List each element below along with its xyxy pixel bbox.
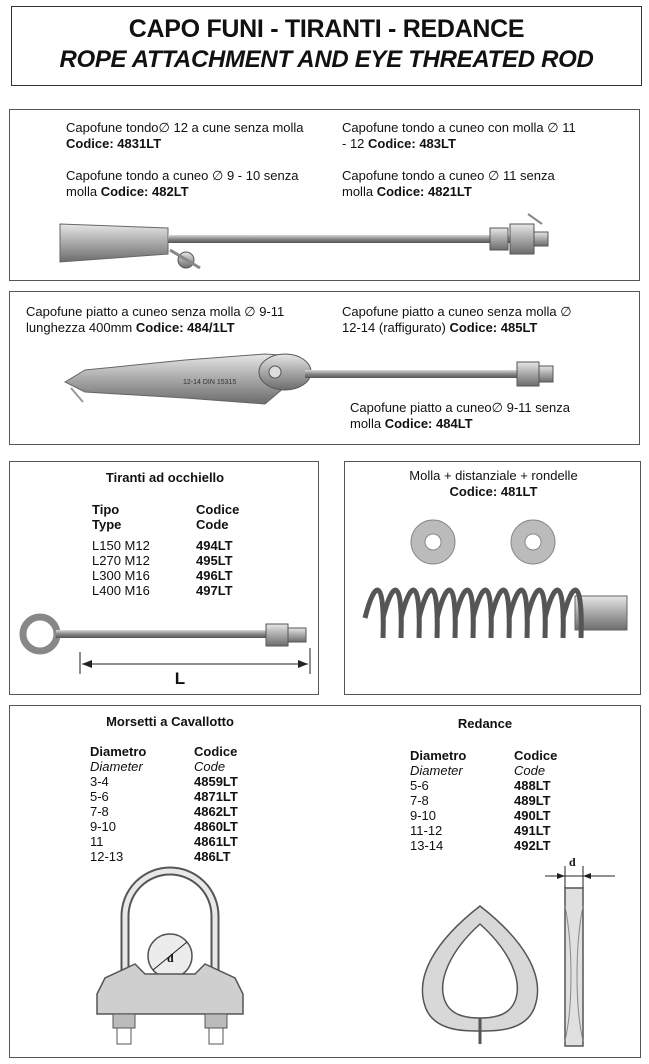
- spring-image: [362, 519, 628, 639]
- dim-label-d-clip: d: [167, 951, 174, 965]
- eye-bolt-image: L: [19, 613, 311, 688]
- redance-title: Redance: [457, 716, 513, 731]
- label-4821LT: Capofune tondo a cuneo ∅ 11 senza molla …: [342, 168, 555, 199]
- page-header: CAPO FUNI - TIRANTI - REDANCE ROPE ATTAC…: [11, 6, 642, 86]
- morsetti-title: Morsetti a Cavallotto: [106, 714, 234, 729]
- label-485LT: Capofune piatto a cuneo senza molla ∅ 12…: [342, 304, 572, 335]
- rope-clip-drawing: d: [96, 866, 244, 1045]
- molla-title: Molla + distanziale + rondelle Codice: 4…: [409, 468, 578, 499]
- label-4831LT: Capofune tondo∅ 12 a cune senza molla Co…: [66, 120, 304, 151]
- label-482LT: Capofune tondo a cuneo ∅ 9 - 10 senza mo…: [66, 168, 299, 199]
- tiranti-title: Tiranti ad occhiello: [105, 470, 225, 485]
- label-484LT: Capofune piatto a cuneo∅ 9-11 senza moll…: [350, 400, 570, 431]
- panel-spring: Molla + distanziale + rondelle Codice: 4…: [344, 461, 641, 695]
- dim-label-L: L: [175, 669, 185, 688]
- page-title-it: CAPO FUNI - TIRANTI - REDANCE: [128, 15, 525, 43]
- panel-round-sockets: Capofune tondo∅ 12 a cune senza molla Co…: [9, 109, 640, 281]
- flat-socket-image: 12-14 DIN 15315: [63, 353, 554, 405]
- label-483LT: Capofune tondo a cuneo con molla ∅ 11 - …: [342, 120, 576, 151]
- label-484-1LT: Capofune piatto a cuneo senza molla ∅ 9-…: [26, 304, 285, 335]
- socket-stamp: 12-14 DIN 15315: [183, 379, 236, 386]
- dim-label-d-thimble: d: [569, 855, 576, 869]
- thimble-drawing: d: [421, 855, 615, 1047]
- round-socket-image: [59, 213, 549, 270]
- panel-flat-sockets: Capofune piatto a cuneo senza molla ∅ 9-…: [9, 291, 640, 445]
- page-title-en: ROPE ATTACHMENT AND EYE THREATED ROD: [59, 46, 594, 73]
